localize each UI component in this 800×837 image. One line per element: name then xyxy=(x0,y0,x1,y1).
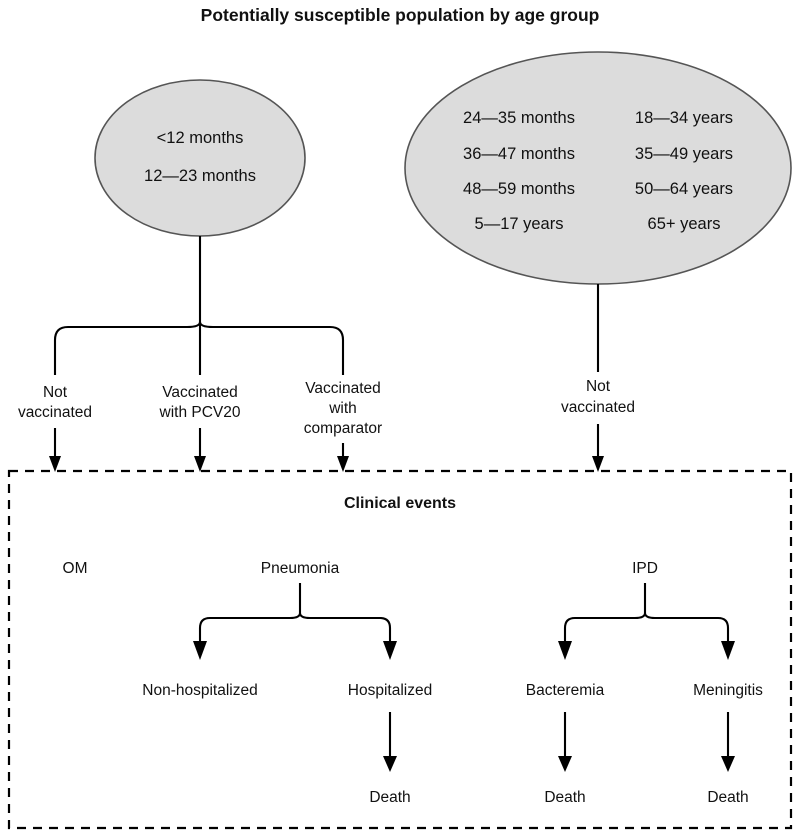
older-age-group-left-1: 36—47 months xyxy=(463,145,575,163)
clinical-event-pneumonia: Pneumonia xyxy=(261,560,340,577)
clinical-event-death-3: Death xyxy=(707,789,748,806)
older-age-group-right-0: 18—34 years xyxy=(635,109,733,127)
ipd-two-way-brace xyxy=(563,611,730,643)
ped-arm-0-arrowhead-icon xyxy=(49,456,61,472)
older-arm-0-line1: Not xyxy=(586,378,611,395)
older-arm-0-arrowhead-icon xyxy=(592,456,604,472)
pediatric-population-ellipse xyxy=(94,79,306,237)
pneumonia-two-way-brace xyxy=(198,611,392,643)
hospitalized-death-arrowhead-icon xyxy=(383,756,397,772)
pneumonia-left-arrowhead-icon xyxy=(193,641,207,660)
older-population-ellipse xyxy=(404,51,792,285)
clinical-event-ipd: IPD xyxy=(632,560,658,577)
ped-arm-2-arrowhead-icon xyxy=(337,456,349,472)
older-age-group-right-2: 50—64 years xyxy=(635,180,733,198)
clinical-event-death-2: Death xyxy=(544,789,585,806)
clinical-event-bacteremia: Bacteremia xyxy=(526,682,605,699)
ped-arm-2-line3: comparator xyxy=(304,420,382,437)
pediatric-age-group-1: 12—23 months xyxy=(144,167,256,185)
ped-arm-0-line1: Not xyxy=(43,384,68,401)
page-title: Potentially susceptible population by ag… xyxy=(201,5,600,25)
clinical-event-meningitis: Meningitis xyxy=(693,682,763,699)
pediatric-age-group-0: <12 months xyxy=(157,129,244,147)
older-arm-0-line2: vaccinated xyxy=(561,399,635,416)
older-age-group-right-1: 35—49 years xyxy=(635,145,733,163)
clinical-event-hospitalized: Hospitalized xyxy=(348,682,432,699)
ped-arm-2-line2: with xyxy=(328,400,357,417)
older-age-group-right-3: 65+ years xyxy=(648,215,721,233)
older-age-group-left-2: 48—59 months xyxy=(463,180,575,198)
ipd-right-arrowhead-icon xyxy=(721,641,735,660)
ped-arm-1-line2: with PCV20 xyxy=(159,404,241,421)
older-age-group-left-3: 5—17 years xyxy=(475,215,564,233)
ped-arm-1-line1: Vaccinated xyxy=(162,384,238,401)
pneumonia-right-arrowhead-icon xyxy=(383,641,397,660)
ped-arm-0-line2: vaccinated xyxy=(18,404,92,421)
ped-arm-1-arrowhead-icon xyxy=(194,456,206,472)
ped-arm-2-line1: Vaccinated xyxy=(305,380,381,397)
bacteremia-death-arrowhead-icon xyxy=(558,756,572,772)
clinical-events-title: Clinical events xyxy=(344,495,456,512)
clinical-event-om: OM xyxy=(63,560,88,577)
clinical-event-death-1: Death xyxy=(369,789,410,806)
ipd-left-arrowhead-icon xyxy=(558,641,572,660)
meningitis-death-arrowhead-icon xyxy=(721,756,735,772)
older-age-group-left-0: 24—35 months xyxy=(463,109,575,127)
clinical-events-box xyxy=(7,469,793,830)
clinical-event-non-hospitalized: Non-hospitalized xyxy=(142,682,257,699)
